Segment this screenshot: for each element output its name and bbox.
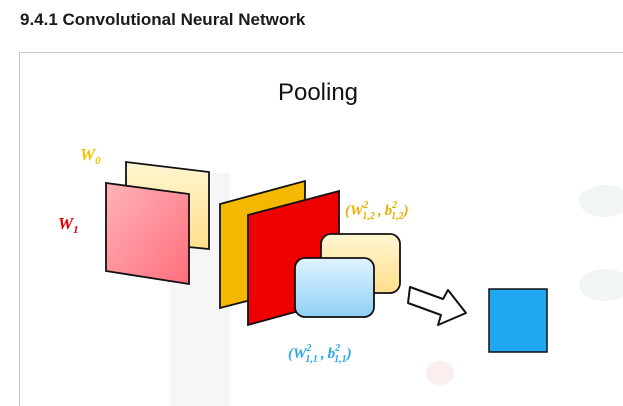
slide-title: Pooling — [278, 79, 358, 106]
w0-label: W0 — [80, 145, 101, 167]
section-heading: 9.4.1 Convolutional Neural Network — [20, 10, 306, 29]
w1-label: W1 — [58, 214, 79, 236]
background-shading — [579, 185, 623, 217]
outline-right-arrow-icon — [407, 286, 467, 326]
output-square — [488, 288, 548, 353]
background-shading — [579, 269, 623, 301]
pooled-map-blue — [294, 257, 375, 318]
background-shading — [426, 361, 454, 385]
filter-w1 — [105, 181, 190, 286]
